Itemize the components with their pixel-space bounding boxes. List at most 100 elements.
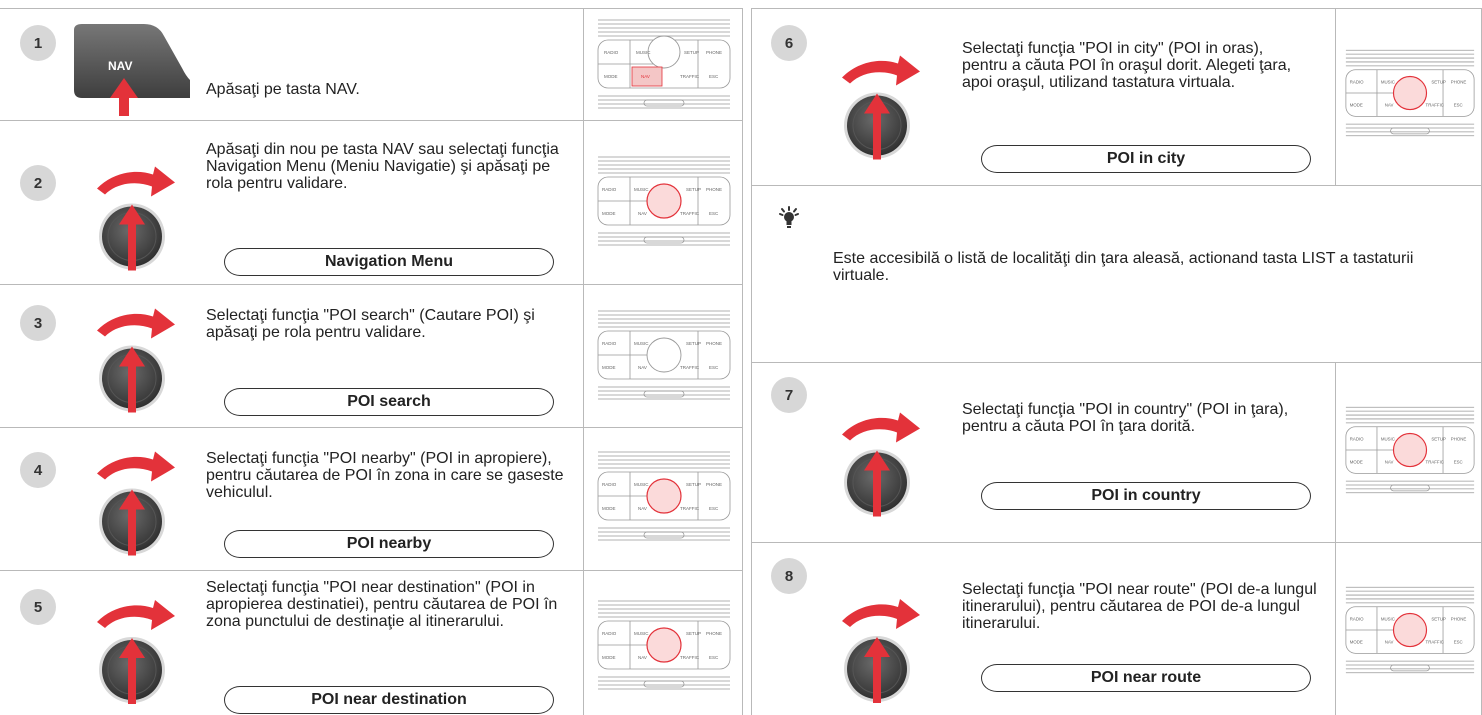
svg-text:TRAFFIC: TRAFFIC bbox=[1426, 460, 1444, 465]
svg-text:MODE: MODE bbox=[602, 506, 616, 511]
svg-text:MODE: MODE bbox=[1350, 460, 1363, 465]
svg-text:TRAFFIC: TRAFFIC bbox=[680, 211, 700, 216]
step-text: Selectaţi funcţia "POI in city" (POI in … bbox=[962, 40, 1292, 91]
svg-text:PHONE: PHONE bbox=[706, 341, 722, 346]
step-number: 7 bbox=[771, 377, 807, 413]
svg-text:MUSIC: MUSIC bbox=[1381, 436, 1395, 441]
step-text: Selectaţi funcţia "POI near route" (POI … bbox=[962, 581, 1317, 632]
svg-text:RADIO: RADIO bbox=[1350, 79, 1364, 84]
svg-text:RADIO: RADIO bbox=[602, 482, 617, 487]
svg-text:PHONE: PHONE bbox=[706, 187, 722, 192]
svg-text:TRAFFIC: TRAFFIC bbox=[1426, 640, 1444, 645]
svg-text:ESC: ESC bbox=[1454, 460, 1463, 465]
svg-text:RADIO: RADIO bbox=[602, 631, 617, 636]
menu-option-button[interactable]: POI near destination bbox=[224, 686, 554, 714]
svg-text:TRAFFIC: TRAFFIC bbox=[680, 74, 700, 79]
step-3: 3 Selectaţi funcţia "POI search" (Cautar… bbox=[0, 285, 742, 428]
svg-text:MODE: MODE bbox=[1350, 640, 1363, 645]
svg-text:MUSIC: MUSIC bbox=[634, 631, 649, 636]
menu-option-button[interactable]: Navigation Menu bbox=[224, 248, 554, 276]
svg-text:SETUP: SETUP bbox=[684, 50, 699, 55]
rotary-dial-icon bbox=[85, 579, 195, 715]
svg-text:PHONE: PHONE bbox=[1451, 616, 1467, 621]
rotary-dial-icon bbox=[85, 151, 195, 276]
step-1: 1 NAV Apăsaţi pe tasta NAV. RADIO MUSIC … bbox=[0, 8, 742, 121]
menu-option-button[interactable]: POI near route bbox=[981, 664, 1311, 692]
step-7: 7 Selectaţi funcţia "POI in country" (PO… bbox=[752, 363, 1481, 543]
svg-text:MODE: MODE bbox=[1350, 103, 1363, 108]
svg-text:SETUP: SETUP bbox=[1431, 616, 1446, 621]
svg-text:NAV: NAV bbox=[638, 365, 647, 370]
svg-text:MODE: MODE bbox=[602, 365, 616, 370]
svg-text:MUSIC: MUSIC bbox=[634, 341, 649, 346]
tip-box: Este accesibilă o listă de localităţi di… bbox=[752, 186, 1481, 363]
svg-text:ESC: ESC bbox=[1454, 640, 1463, 645]
svg-text:ESC: ESC bbox=[709, 506, 719, 511]
rotary-dial-icon bbox=[830, 577, 940, 715]
svg-text:PHONE: PHONE bbox=[706, 482, 722, 487]
svg-text:ESC: ESC bbox=[709, 365, 719, 370]
tip-text: Este accesibilă o listă de localităţi di… bbox=[833, 250, 1414, 284]
svg-text:TRAFFIC: TRAFFIC bbox=[680, 365, 700, 370]
step-number: 8 bbox=[771, 558, 807, 594]
nav-key-icon: NAV bbox=[74, 24, 190, 116]
svg-text:NAV: NAV bbox=[1385, 460, 1394, 465]
step-6: 6 Selectaţi funcţia "POI in city" (POI i… bbox=[752, 8, 1481, 186]
step-number: 4 bbox=[20, 452, 56, 488]
svg-text:SETUP: SETUP bbox=[686, 187, 701, 192]
svg-text:NAV: NAV bbox=[1385, 103, 1394, 108]
rotary-dial-icon bbox=[85, 293, 195, 418]
svg-text:MODE: MODE bbox=[602, 655, 616, 660]
top-border-right bbox=[751, 8, 1482, 9]
svg-text:PHONE: PHONE bbox=[1451, 79, 1467, 84]
svg-text:PHONE: PHONE bbox=[1451, 436, 1467, 441]
lightbulb-icon bbox=[779, 206, 799, 228]
step-text: Apăsaţi din nou pe tasta NAV sau selecta… bbox=[206, 141, 559, 192]
svg-text:ESC: ESC bbox=[1454, 103, 1463, 108]
svg-text:SETUP: SETUP bbox=[1431, 436, 1446, 441]
control-panel-thumbnail: RADIO MUSIC SETUP PHONE MODE NAV TRAFFIC… bbox=[583, 8, 742, 121]
step-text: Selectaţi funcţia "POI in country" (POI … bbox=[962, 401, 1289, 435]
svg-text:NAV: NAV bbox=[638, 211, 647, 216]
svg-text:SETUP: SETUP bbox=[686, 631, 701, 636]
step-8: 8 Selectaţi funcţia "POI near route" (PO… bbox=[752, 543, 1481, 715]
step-text: Selectaţi funcţia "POI near destination"… bbox=[206, 579, 558, 630]
top-border-left bbox=[0, 8, 742, 9]
svg-text:RADIO: RADIO bbox=[1350, 616, 1364, 621]
step-number: 5 bbox=[20, 589, 56, 625]
svg-text:MUSIC: MUSIC bbox=[1381, 79, 1395, 84]
step-2: 2 Apăsaţi din nou pe tasta NAV sau selec… bbox=[0, 121, 742, 285]
step-number: 1 bbox=[20, 25, 56, 61]
svg-text:MUSIC: MUSIC bbox=[634, 482, 649, 487]
svg-text:PHONE: PHONE bbox=[706, 631, 722, 636]
svg-text:NAV: NAV bbox=[638, 506, 647, 511]
step-text: Apăsaţi pe tasta NAV. bbox=[206, 81, 360, 98]
step-number: 6 bbox=[771, 25, 807, 61]
rotary-dial-icon bbox=[830, 40, 940, 165]
step-4: 4 Selectaţi funcţia "POI nearby" (POI in… bbox=[0, 428, 742, 571]
step-text: Selectaţi funcţia "POI search" (Cautare … bbox=[206, 307, 535, 341]
svg-text:SETUP: SETUP bbox=[1431, 79, 1446, 84]
menu-option-button[interactable]: POI search bbox=[224, 388, 554, 416]
column-divider-left bbox=[742, 8, 743, 715]
rotary-dial-icon bbox=[830, 397, 940, 522]
svg-text:MODE: MODE bbox=[604, 74, 618, 79]
svg-text:NAV: NAV bbox=[1385, 640, 1394, 645]
nav-key-label: NAV bbox=[108, 59, 132, 73]
rotary-dial-icon bbox=[85, 436, 195, 561]
svg-text:RADIO: RADIO bbox=[1350, 436, 1364, 441]
svg-text:NAV: NAV bbox=[638, 655, 647, 660]
step-5: 5 Selectaţi funcţia "POI near destinatio… bbox=[0, 571, 742, 715]
svg-text:TRAFFIC: TRAFFIC bbox=[680, 506, 700, 511]
menu-option-button[interactable]: POI in city bbox=[981, 145, 1311, 173]
svg-text:ESC: ESC bbox=[709, 655, 719, 660]
menu-option-button[interactable]: POI nearby bbox=[224, 530, 554, 558]
svg-text:RADIO: RADIO bbox=[604, 50, 619, 55]
svg-text:PHONE: PHONE bbox=[706, 50, 722, 55]
menu-option-button[interactable]: POI in country bbox=[981, 482, 1311, 510]
